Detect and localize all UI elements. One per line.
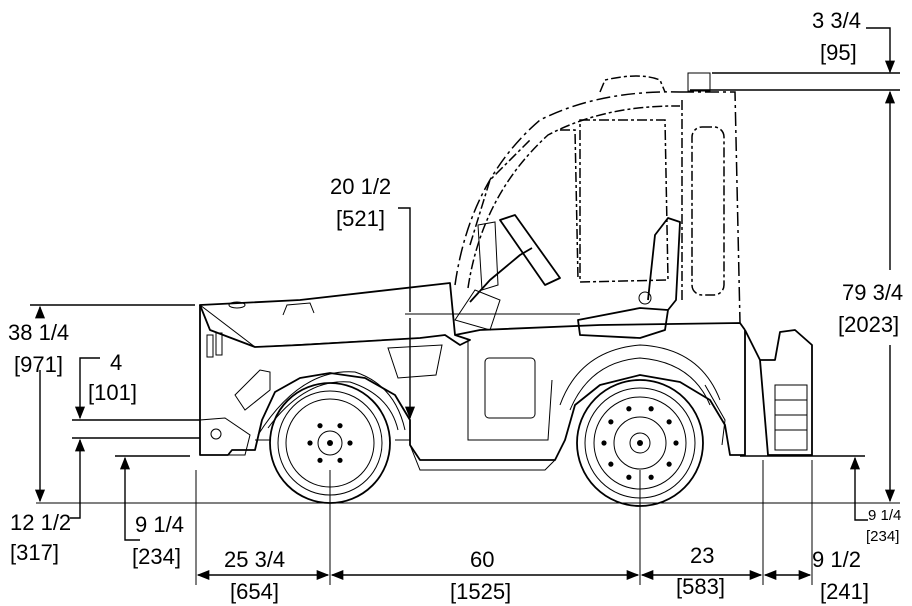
lug-nut (666, 419, 672, 425)
cab-arc-detail (469, 139, 531, 246)
beacon (687, 72, 711, 92)
dim-overall-mm: [2023] (838, 312, 899, 337)
front-fender-inner (267, 381, 399, 431)
lug-nut (337, 423, 343, 429)
grille-slot (206, 334, 214, 358)
hood-cap (228, 301, 246, 309)
seat-cushion (577, 307, 669, 339)
cab-roof-light (599, 75, 666, 93)
dimension-labels: 3 3/4 [95] 20 1/2 [521] 38 1/4 [971] 4 [… (8, 8, 903, 604)
dim-steering-in: 20 1/2 (330, 174, 391, 199)
lug-nut (317, 457, 323, 463)
lug-nut (648, 406, 654, 412)
rear-hitch-box (774, 384, 808, 451)
dim-steering-mm: [521] (336, 206, 385, 231)
lug-nut (307, 440, 313, 446)
lug-nut (337, 457, 343, 463)
dim-front-overhang-in: 25 3/4 (224, 547, 285, 572)
dim-rear-overhang-mm: [583] (676, 574, 725, 599)
lug-nut (626, 474, 632, 480)
lug-nut (608, 461, 614, 467)
grille-slot (215, 332, 223, 356)
dim-wheelbase-in: 60 (470, 547, 494, 572)
dim-front-clear-in: 9 1/4 (135, 512, 184, 537)
lug-nut (673, 440, 679, 446)
body-side (199, 305, 746, 461)
seat-back (647, 217, 681, 311)
cab-front-arc (454, 91, 681, 286)
dim-hitch-a-in: 4 (110, 350, 122, 375)
dim-cab-top-in: 3 3/4 (812, 8, 861, 33)
door-frame (467, 340, 553, 441)
pedal-box (454, 289, 501, 331)
deck (454, 322, 746, 336)
dim-hood-in: 38 1/4 (8, 320, 69, 345)
front-fender (257, 371, 406, 436)
lug-nut (648, 474, 654, 480)
lug-nut (608, 419, 614, 425)
dim-wheelbase-mm: [1525] (450, 579, 511, 604)
rear-fender-inner (569, 357, 711, 411)
dim-rear-hitch-mm: [241] (820, 579, 869, 604)
front-hitch-pin (210, 428, 222, 440)
dash-panel (387, 344, 443, 379)
step-panel (484, 357, 536, 419)
dim-front-clear-mm: [234] (132, 544, 181, 569)
lug-nut (626, 406, 632, 412)
dim-front-overhang-mm: [654] (230, 579, 279, 604)
dim-rear-clear-in: 9 1/4 (868, 507, 901, 524)
hood-handle (282, 302, 315, 316)
dim-rear-hitch-in: 9 1/2 (812, 547, 861, 572)
front-bumper (199, 417, 251, 456)
rear-fender (559, 344, 721, 406)
lug-nut (601, 440, 607, 446)
cab-side-window (579, 119, 669, 283)
dim-front-hitch-mm: [317] (10, 540, 59, 565)
dim-front-hitch-in: 12 1/2 (10, 510, 71, 535)
seat-knob (638, 291, 652, 305)
dimension-lines (30, 27, 900, 585)
wheel-lugs (307, 406, 679, 480)
lug-nut (666, 461, 672, 467)
front-vent (234, 369, 271, 411)
cab-rear-window (691, 126, 725, 296)
dim-hood-mm: [971] (14, 352, 63, 377)
dim-overall-in: 79 3/4 (842, 280, 903, 305)
steering-column (469, 247, 533, 303)
lug-nut (347, 440, 353, 446)
cab-outline (454, 72, 741, 324)
rear-hitch-frame (744, 329, 813, 456)
cab-rear (680, 91, 741, 324)
rear-spring (704, 384, 726, 446)
steering-wheel (499, 214, 561, 286)
dim-rear-clear-mm: [234] (866, 528, 899, 545)
lug-nut (317, 423, 323, 429)
chassis-step (409, 444, 556, 471)
hood-crease (199, 304, 421, 348)
hood (199, 282, 471, 348)
cab-front-arc-inner (467, 105, 681, 289)
dim-hitch-a-mm: [101] (88, 380, 137, 405)
dim-rear-overhang-in: 23 (690, 543, 714, 568)
column-panel (477, 221, 499, 291)
dim-cab-top-mm: [95] (820, 40, 857, 65)
vehicle-outline (36, 214, 900, 504)
cab-door-frame (560, 129, 579, 281)
